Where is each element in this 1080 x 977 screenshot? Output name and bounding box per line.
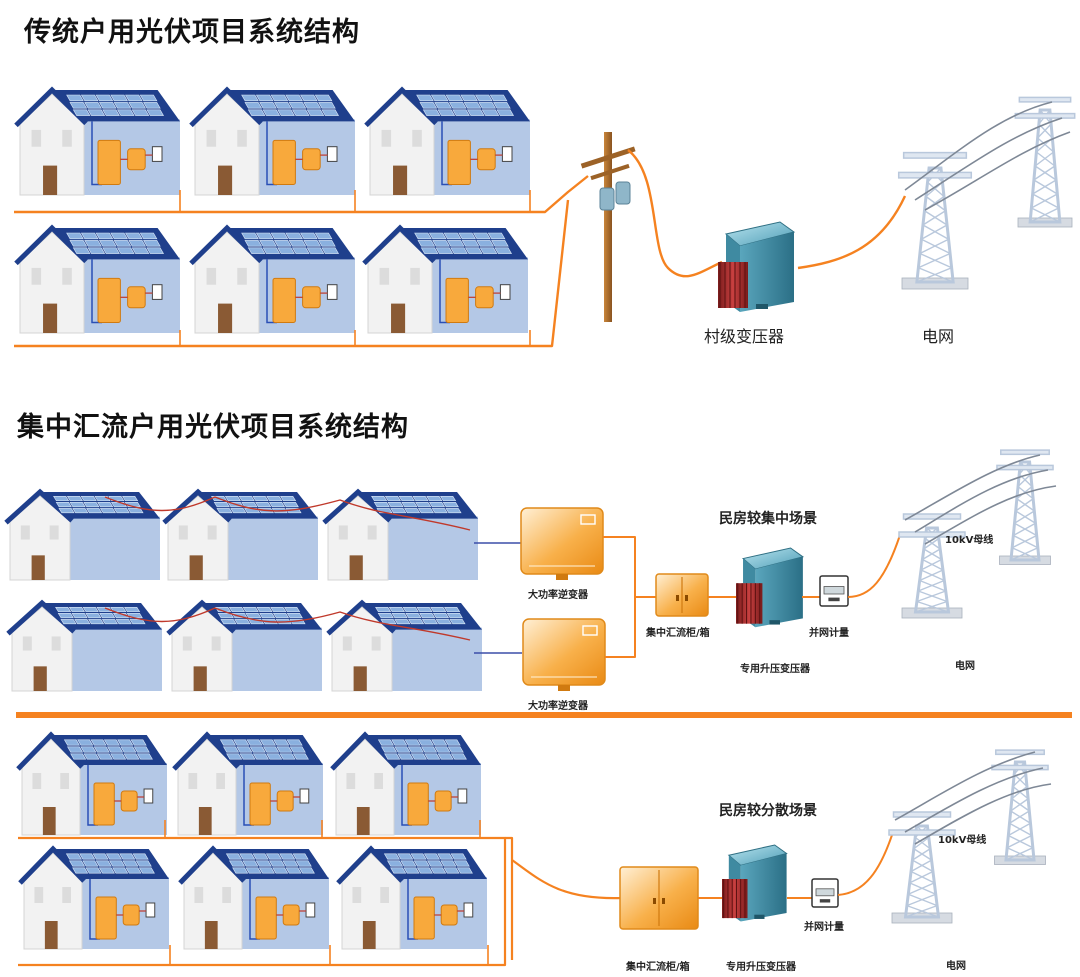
house: [326, 599, 482, 692]
transmission-tower-icon: [991, 749, 1049, 865]
grid-meter-icon: [811, 878, 839, 908]
house: [16, 731, 167, 836]
combiner-cabinet-icon: [619, 866, 699, 930]
utility-pole-icon: [580, 132, 636, 322]
house: [189, 86, 355, 196]
transformer-icon: [736, 547, 805, 628]
bus-wire-scattered: [505, 836, 514, 960]
bus-wire-row2: [14, 199, 570, 348]
transmission-line: [924, 131, 1071, 211]
transmission-tower-icon: [898, 513, 966, 619]
grid-tie-wire: [837, 834, 893, 896]
house: [336, 845, 487, 950]
dc-string-wire: [104, 607, 471, 641]
transformer-icon: [718, 221, 796, 312]
house: [4, 488, 160, 581]
inverter-icon: [520, 507, 604, 580]
traditional-section-title: 传统户用光伏项目系统结构: [24, 17, 360, 48]
stepup-label-concentrated: 专用升压变压器: [740, 664, 810, 675]
grid-label-concentrated: 电网: [955, 661, 975, 672]
transmission-line: [904, 454, 1041, 521]
house: [6, 599, 162, 692]
grid-tie-wire: [847, 534, 901, 598]
transformer-icon: [722, 844, 788, 922]
combiner-label-scattered: 集中汇流柜/箱: [626, 962, 690, 973]
centralized-section-title: 集中汇流户用光伏项目系统结构: [17, 412, 409, 443]
inverter-label-bottom: 大功率逆变器: [528, 701, 588, 712]
inverter-label-top: 大功率逆变器: [528, 590, 588, 601]
dc-string-wire: [104, 496, 471, 531]
inverter-icon: [522, 618, 606, 691]
bus-wire-row1: [14, 175, 589, 214]
feeder-wire: [511, 859, 623, 900]
grid-label: 电网: [922, 327, 955, 346]
grid-label-scattered: 电网: [946, 961, 966, 972]
transmission-line: [894, 751, 1036, 821]
meter-label-concentrated: 并网计量: [809, 628, 849, 639]
house: [330, 731, 481, 836]
house: [189, 224, 355, 334]
house: [322, 488, 478, 581]
bus-wire-scattered: [18, 836, 507, 967]
scattered-scene-label: 民房较分散场景: [719, 803, 817, 819]
house: [162, 488, 318, 581]
village-transformer-label: 村级变压器: [704, 327, 785, 346]
house: [14, 224, 180, 334]
transmission-line: [924, 485, 1057, 545]
house: [362, 224, 528, 334]
transmission-tower-icon: [1014, 96, 1076, 228]
transmission-line: [914, 783, 1052, 845]
meter-label-scattered: 并网计量: [804, 922, 844, 933]
grid-tie-wire: [797, 195, 907, 270]
transmission-line: [914, 117, 1063, 201]
grid-meter-icon: [819, 575, 849, 607]
house: [166, 599, 322, 692]
house: [172, 731, 323, 836]
combiner-label-concentrated: 集中汇流柜/箱: [646, 628, 710, 639]
transmission-line: [914, 469, 1049, 533]
house: [178, 845, 329, 950]
transmission-line: [904, 767, 1044, 833]
section-separator: [16, 712, 1072, 718]
stepup-label-scattered: 专用升压变压器: [726, 962, 796, 973]
transmission-tower-icon: [996, 449, 1054, 565]
transmission-line: [904, 101, 1053, 191]
transmission-tower-icon: [888, 811, 956, 924]
busbar-label-scattered: 10kV母线: [938, 835, 987, 846]
transmission-tower-icon: [897, 151, 973, 290]
ac-wire: [603, 536, 636, 658]
feeder-wire: [627, 149, 723, 278]
house: [364, 86, 530, 196]
house: [14, 86, 180, 196]
house: [18, 845, 169, 950]
busbar-label-concentrated: 10kV母线: [945, 535, 994, 546]
combiner-cabinet-icon: [655, 573, 709, 617]
concentrated-scene-label: 民房较集中场景: [719, 511, 817, 527]
